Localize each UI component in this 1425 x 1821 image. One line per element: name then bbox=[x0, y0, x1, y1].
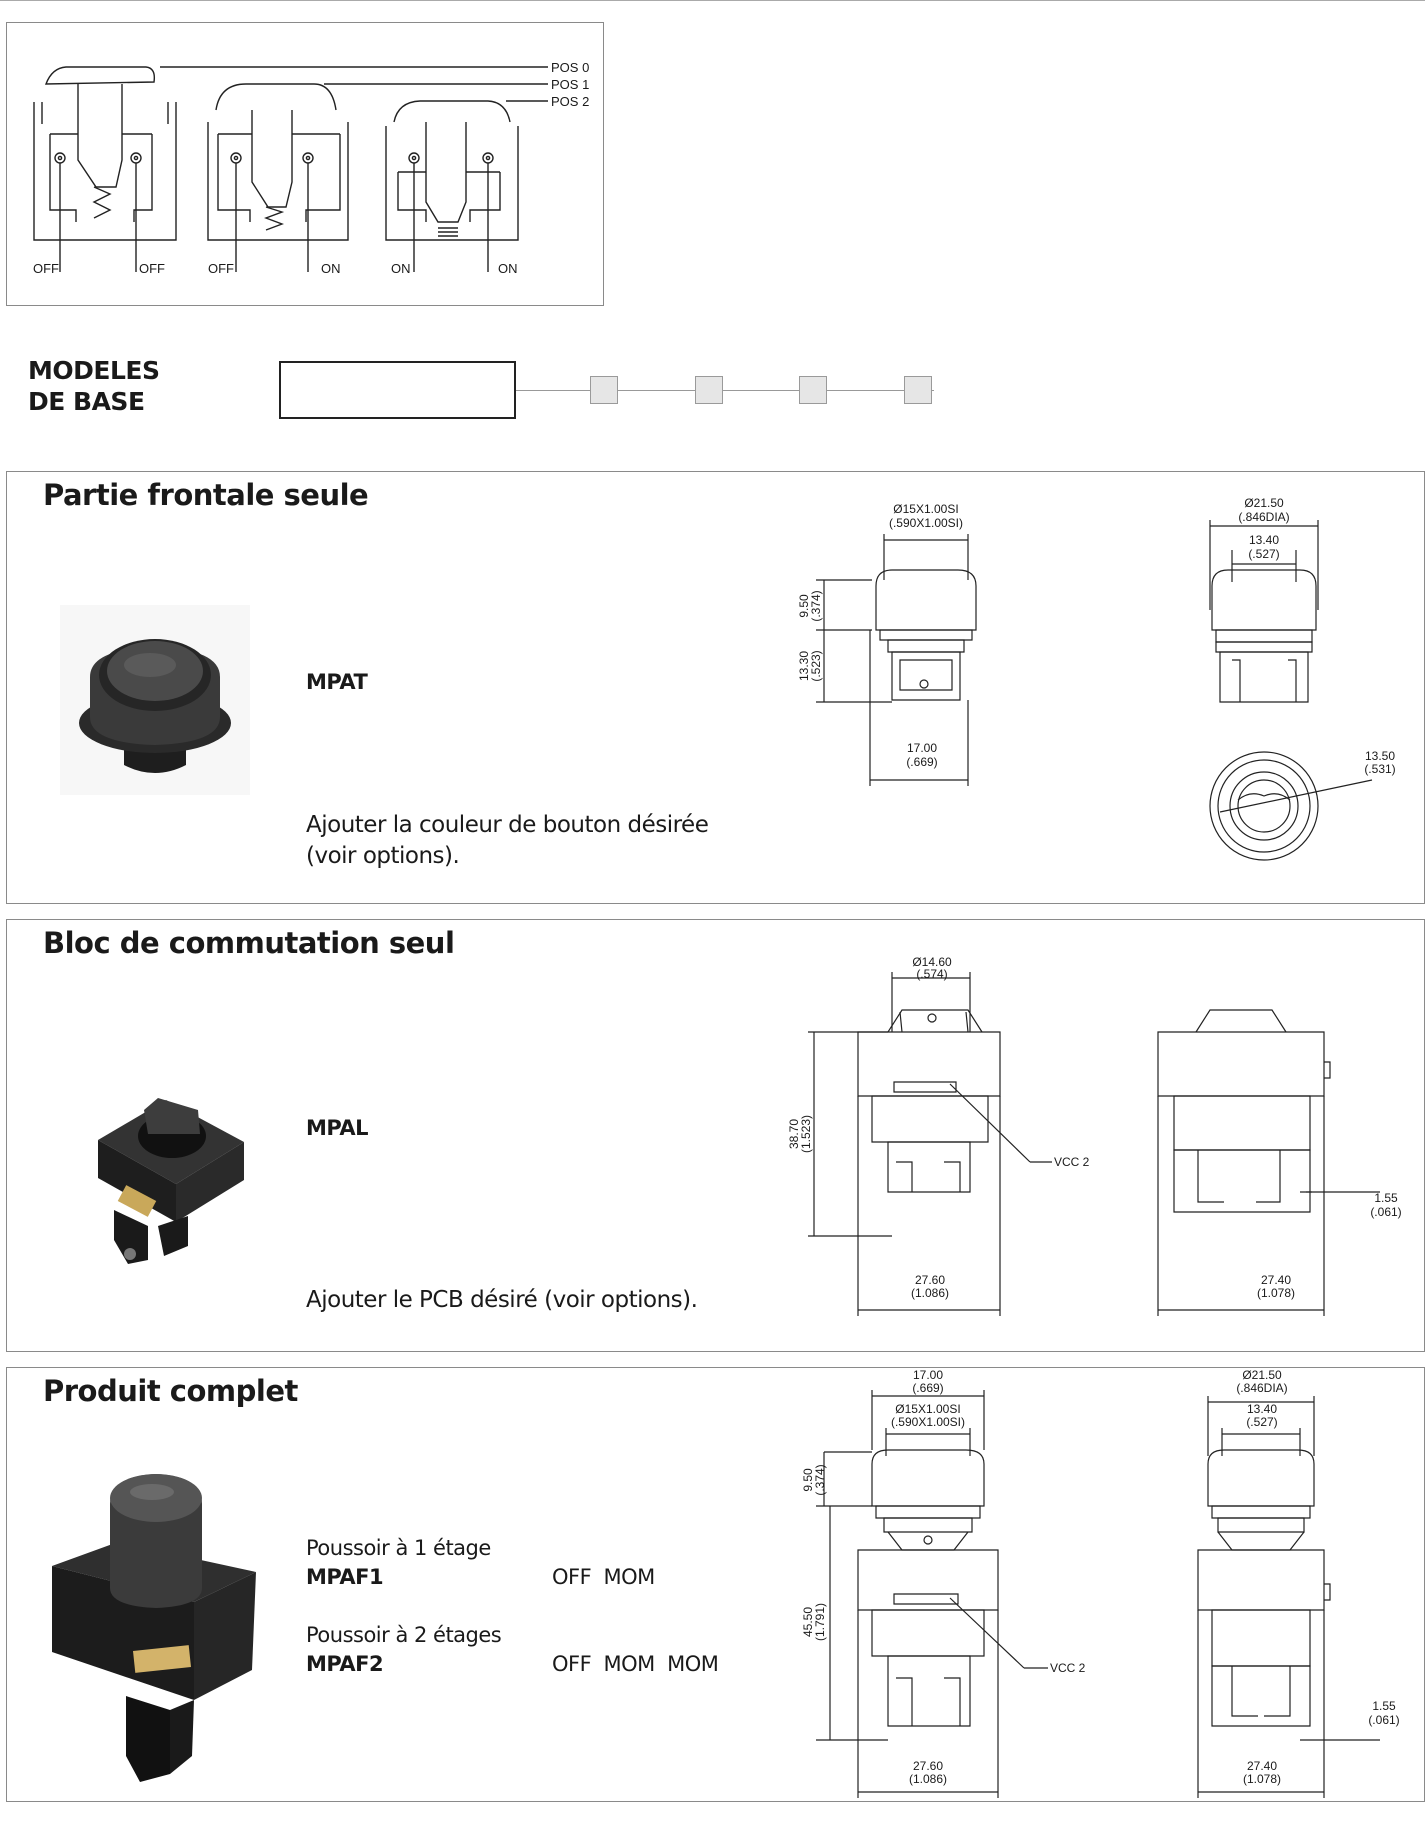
dim-thickness: 1.55 bbox=[1374, 1191, 1398, 1205]
dim-thickness-in: (.061) bbox=[1368, 1713, 1399, 1727]
dim-dia: Ø14.60 bbox=[912, 955, 952, 969]
dim-inner: 13.40 bbox=[1247, 1402, 1277, 1416]
section-title: Produit complet bbox=[43, 1374, 298, 1408]
dim-thread: Ø15X1.00SI bbox=[893, 502, 958, 516]
dim-thread: Ø15X1.00SI bbox=[895, 1402, 960, 1416]
dim-width-1-in: (1.086) bbox=[911, 1286, 949, 1300]
code-connector-line bbox=[516, 390, 934, 391]
top-rule bbox=[0, 0, 1425, 1]
dim-dia-in: (.846DIA) bbox=[1236, 1381, 1287, 1395]
contact-label: OFF bbox=[33, 261, 59, 276]
section-title: Bloc de commutation seul bbox=[43, 926, 455, 960]
option-code-box bbox=[799, 376, 827, 404]
dim-width: 17.00 bbox=[913, 1368, 943, 1382]
dim-width-1: 27.60 bbox=[913, 1759, 943, 1773]
contact-label: ON bbox=[391, 261, 411, 276]
dim-width-2-in: (1.078) bbox=[1243, 1772, 1281, 1786]
dim-height-2: 45.50 bbox=[801, 1607, 815, 1637]
variant-model-code: MPAF1 bbox=[306, 1565, 384, 1589]
dim-dia: Ø21.50 bbox=[1242, 1368, 1282, 1382]
dim-width-in: (.669) bbox=[906, 755, 937, 769]
dim-width-2-in: (1.078) bbox=[1257, 1286, 1295, 1300]
dim-dia-in: (.846DIA) bbox=[1238, 510, 1289, 524]
base-models-title-line2: DE BASE bbox=[28, 387, 145, 416]
dim-thread-in: (.590X1.00SI) bbox=[889, 516, 963, 530]
note-line: (voir options). bbox=[306, 843, 460, 869]
note-line: Ajouter la couleur de bouton désirée bbox=[306, 812, 709, 838]
dim-width-2: 27.40 bbox=[1247, 1759, 1277, 1773]
mpaf-dimension-drawing: 17.00 (.669) Ø15X1.00SI (.590X1.00SI) Ø2… bbox=[801, 1368, 1400, 1798]
dim-height: 38.70 bbox=[787, 1119, 801, 1149]
dim-radius-in: (.531) bbox=[1364, 762, 1395, 776]
mpaf-product-photo bbox=[52, 1474, 256, 1782]
dim-height-2: 13.30 bbox=[797, 651, 811, 681]
dim-width-2: 27.40 bbox=[1261, 1273, 1291, 1287]
option-code-box bbox=[590, 376, 618, 404]
base-model-code-box bbox=[279, 361, 516, 419]
variant-description: Poussoir à 1 étage bbox=[306, 1536, 491, 1560]
variant-description: Poussoir à 2 étages bbox=[306, 1623, 502, 1647]
pos-0-label: POS 0 bbox=[551, 60, 589, 75]
dim-height-1-in: (.374) bbox=[813, 1464, 827, 1495]
option-code-box bbox=[904, 376, 932, 404]
variant-function: OFF MOM bbox=[552, 1565, 655, 1589]
dim-inner-in: (.527) bbox=[1248, 547, 1279, 561]
model-code: MPAT bbox=[306, 670, 368, 694]
positions-diagram: POS 0 POS 1 POS 2 OFF OFF OFF ON ON ON bbox=[33, 60, 589, 276]
positions-diagram-box bbox=[6, 22, 604, 306]
dim-height-2-in: (.523) bbox=[809, 650, 823, 681]
dim-height-1: 9.50 bbox=[801, 1468, 815, 1492]
mpat-dimension-drawing: Ø15X1.00SI (.590X1.00SI) Ø21.50 (.846DIA… bbox=[797, 496, 1396, 861]
contact-label: ON bbox=[498, 261, 518, 276]
option-code-box bbox=[695, 376, 723, 404]
variant-model-code: MPAF2 bbox=[306, 1652, 384, 1676]
base-models-title-line1: MODELES bbox=[28, 356, 160, 385]
dim-width: 17.00 bbox=[907, 741, 937, 755]
dim-height-1-in: (.374) bbox=[809, 590, 823, 621]
dim-dia: Ø21.50 bbox=[1244, 496, 1284, 510]
pos-2-label: POS 2 bbox=[551, 94, 589, 109]
dim-height-1: 9.50 bbox=[797, 594, 811, 618]
dim-thickness: 1.55 bbox=[1372, 1699, 1396, 1713]
dim-width-1: 27.60 bbox=[915, 1273, 945, 1287]
dim-width-in: (.669) bbox=[912, 1381, 943, 1395]
dim-inner-in: (.527) bbox=[1246, 1415, 1277, 1429]
section-title: Partie frontale seule bbox=[43, 478, 369, 512]
mpal-dimension-drawing: Ø14.60 (.574) 27.60 (1.086) 27.40 (1.078… bbox=[787, 955, 1402, 1316]
contact-label: ON bbox=[321, 261, 341, 276]
mpat-product-photo bbox=[60, 605, 250, 795]
vcc-label: VCC 2 bbox=[1050, 1661, 1086, 1675]
dim-radius: 13.50 bbox=[1365, 749, 1395, 763]
dim-height-2-in: (1.791) bbox=[813, 1603, 827, 1641]
dim-thread-in: (.590X1.00SI) bbox=[891, 1415, 965, 1429]
dim-dia-in: (.574) bbox=[916, 967, 947, 981]
model-code: MPAL bbox=[306, 1116, 369, 1140]
mpal-product-photo bbox=[98, 1098, 244, 1264]
dim-width-1-in: (1.086) bbox=[909, 1772, 947, 1786]
vcc-label: VCC 2 bbox=[1054, 1155, 1090, 1169]
note-line: Ajouter le PCB désiré (voir options). bbox=[306, 1287, 698, 1313]
contact-label: OFF bbox=[208, 261, 234, 276]
dim-height-in: (1.523) bbox=[799, 1115, 813, 1153]
variant-function: OFF MOM MOM bbox=[552, 1652, 719, 1676]
dim-inner: 13.40 bbox=[1249, 533, 1279, 547]
dim-thickness-in: (.061) bbox=[1370, 1205, 1401, 1219]
pos-1-label: POS 1 bbox=[551, 77, 589, 92]
contact-label: OFF bbox=[139, 261, 165, 276]
